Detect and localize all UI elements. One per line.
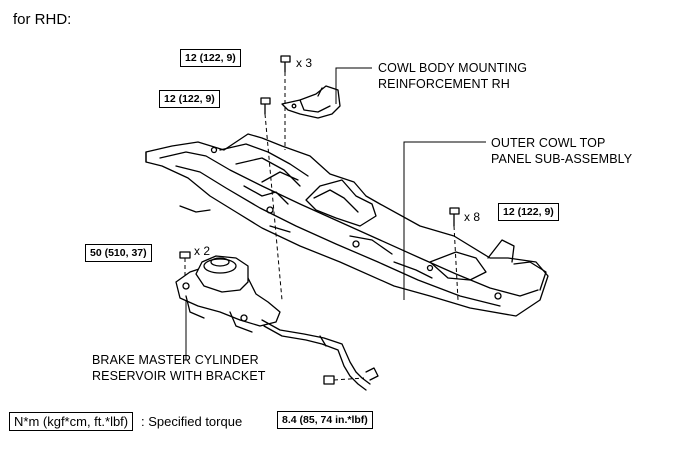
legend-text: : Specified torque — [141, 414, 243, 429]
assembly-guides — [184, 72, 459, 381]
outer-cowl-top-panel-drawing — [145, 133, 549, 317]
torque-callout-right: 12 (122, 9) — [498, 203, 559, 221]
page-header: for RHD: — [13, 11, 72, 28]
quantity-top: x 3 — [296, 56, 313, 70]
quantity-nut: x 2 — [194, 244, 211, 258]
quantity-right: x 8 — [464, 210, 481, 224]
leader-lines — [185, 67, 486, 360]
label-reinforcement-line2: REINFORCEMENT RH — [378, 77, 510, 91]
torque-callout-nut: 50 (510, 37) — [85, 244, 152, 262]
label-brake-line2: RESERVOIR WITH BRACKET — [92, 369, 266, 383]
torque-callout-top: 12 (122, 9) — [180, 49, 241, 67]
fasteners — [179, 55, 460, 385]
label-reinforcement: COWL BODY MOUNTING REINFORCEMENT RH — [378, 60, 527, 92]
torque-callout-left: 12 (122, 9) — [159, 90, 220, 108]
cowl-reinforcement-drawing — [281, 85, 341, 119]
legend-unit-box: N*m (kgf*cm, ft.*lbf) — [9, 412, 134, 431]
label-outer-cowl-line1: OUTER COWL TOP — [491, 136, 606, 150]
label-outer-cowl: OUTER COWL TOP PANEL SUB-ASSEMBLY — [491, 135, 632, 167]
label-brake-reservoir: BRAKE MASTER CYLINDER RESERVOIR WITH BRA… — [92, 352, 266, 384]
label-reinforcement-line1: COWL BODY MOUNTING — [378, 61, 528, 75]
brake-reservoir-drawing — [175, 255, 379, 391]
label-outer-cowl-line2: PANEL SUB-ASSEMBLY — [491, 152, 633, 166]
torque-callout-bottom: 8.4 (85, 74 in.*lbf) — [277, 411, 373, 429]
label-brake-line1: BRAKE MASTER CYLINDER — [92, 353, 259, 367]
